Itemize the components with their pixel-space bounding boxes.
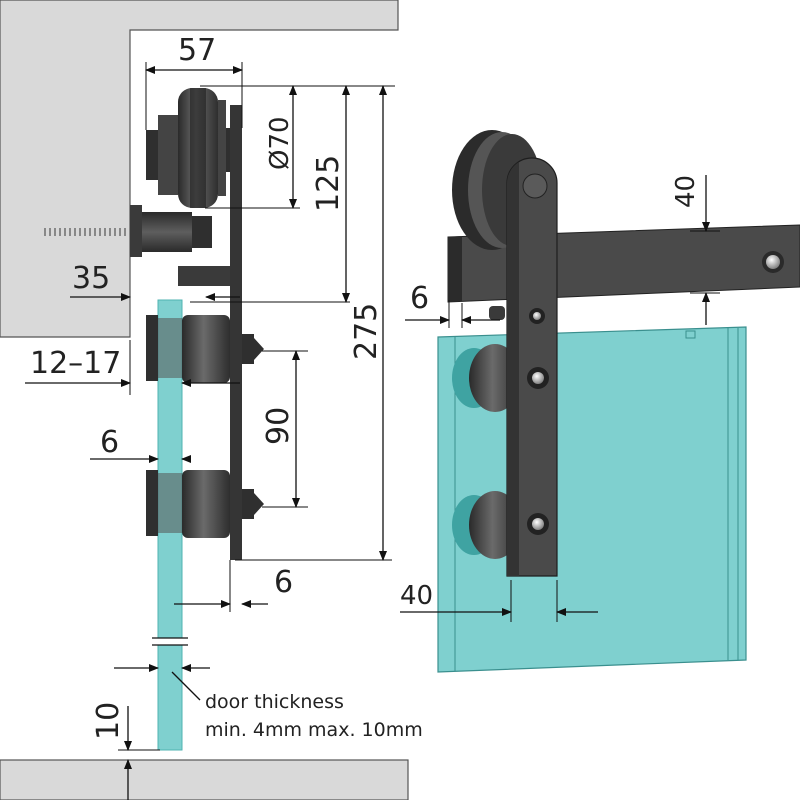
door-clamp-lower bbox=[146, 470, 264, 538]
dim-spacer: 6 bbox=[100, 425, 119, 460]
anti-jump-stub bbox=[489, 306, 505, 320]
door-thickness-range: min. 4mm max. 10mm bbox=[205, 719, 423, 741]
wall-screw bbox=[44, 205, 212, 257]
dim-roller-width: 57 bbox=[178, 33, 216, 68]
dim-total-height: 275 bbox=[349, 303, 384, 360]
door-thickness-title: door thickness bbox=[205, 691, 344, 713]
anti-jump-block bbox=[178, 266, 230, 286]
dim-glass-clamp-range: 12–17 bbox=[30, 346, 121, 381]
floor-section bbox=[0, 759, 409, 800]
hanger-strap-3d bbox=[506, 157, 558, 577]
side-view: 57 Ø70 125 275 35 12–17 90 6 bbox=[0, 0, 423, 800]
dim-wheel-diameter: Ø70 bbox=[265, 116, 295, 170]
dim-rail-height: 40 bbox=[671, 175, 701, 208]
wall-section bbox=[0, 0, 399, 338]
dim-plate-thickness: 6 bbox=[274, 565, 293, 600]
dim-strap-width: 40 bbox=[400, 581, 433, 611]
perspective-view: 6 40 40 bbox=[400, 130, 800, 673]
rail-bolt bbox=[762, 251, 784, 273]
hanger-strap bbox=[230, 105, 242, 560]
dim-wheel-to-rail: 125 bbox=[311, 155, 346, 212]
dim-floor-gap: 10 bbox=[91, 702, 126, 740]
roller-wheel bbox=[146, 88, 242, 208]
dim-bolt-spacing: 90 bbox=[261, 407, 296, 445]
dim-side-spacer: 6 bbox=[410, 281, 429, 316]
door-clamp-upper bbox=[146, 315, 264, 383]
dim-wall-gap: 35 bbox=[72, 261, 110, 296]
